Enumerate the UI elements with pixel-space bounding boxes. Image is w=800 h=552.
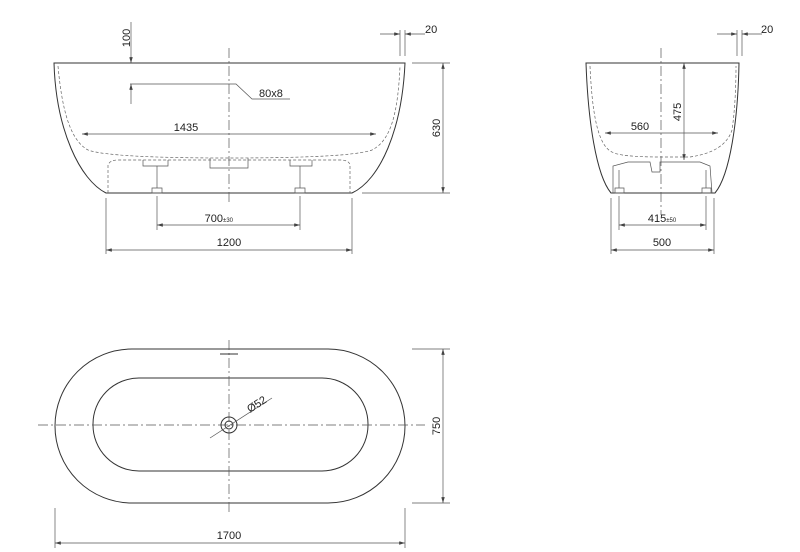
dim-base-width: 500 [653,237,671,249]
dim-overflow: 80x8 [259,88,283,100]
plan-outer-rim [54,348,406,504]
side-inner-line [589,65,737,158]
dim-feet-spacing-side: 415±50 [648,213,677,225]
drain-housing [209,158,249,169]
dim-depth: 475 [672,103,684,121]
front-inner-line [57,65,401,159]
dim-width: 750 [431,417,443,435]
dim-wall-front: 20 [425,24,437,36]
dim-feet-spacing-front: 700±30 [205,213,234,225]
side-base [612,161,713,194]
dim-rim-offset: 100 [121,29,133,47]
foot-left [142,160,169,194]
plan-view: Ø52 750 1700 [38,340,450,548]
dim-drain: Ø52 [245,394,269,415]
dim-length: 1700 [217,530,241,542]
dim-inner-length: 1435 [174,122,198,134]
foot-right [289,160,313,194]
dim-inner-width: 560 [631,121,649,133]
side-outline [585,62,740,194]
front-outline [53,62,406,194]
side-view: 20 475 560 415±50 500 [585,24,773,254]
dim-base-length: 1200 [217,237,241,249]
dim-height: 630 [431,119,443,137]
plan-inner-basin [92,377,369,472]
front-view: 100 20 80x8 1435 630 700±30 1200 [53,22,450,254]
side-foot-left [614,170,625,194]
side-foot-right [701,170,712,194]
drain-icon [220,416,238,434]
dim-wall-side: 20 [761,24,773,36]
